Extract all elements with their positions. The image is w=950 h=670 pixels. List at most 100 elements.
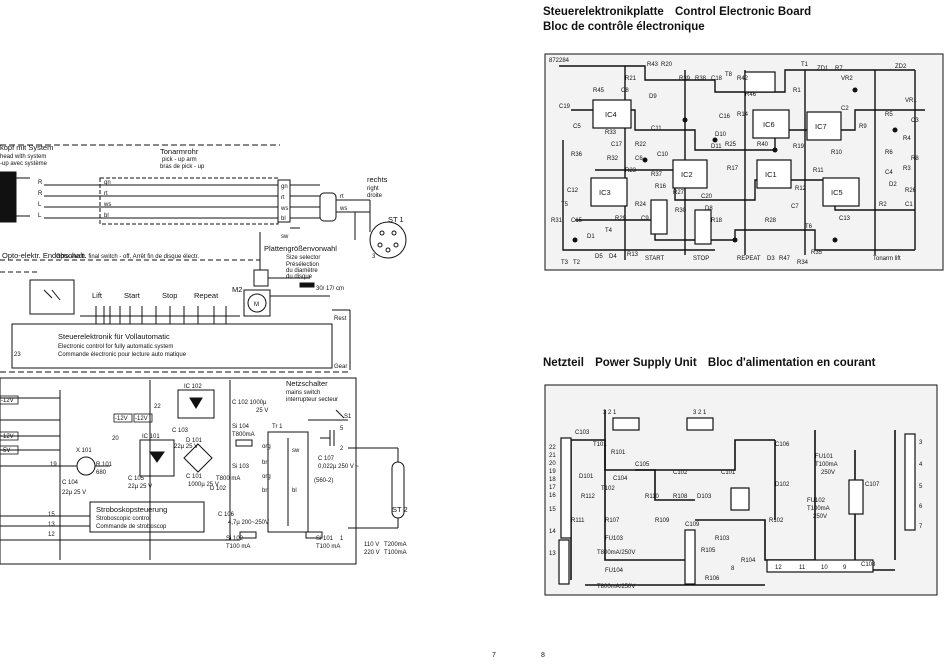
b2-fu102-v2: 250V: [813, 514, 827, 520]
part-r22: R22: [635, 142, 647, 148]
volt-12v-d: -12V: [135, 416, 148, 422]
part-r40: R40: [757, 142, 769, 148]
part-c16: C16: [719, 114, 731, 120]
part-r12: R12: [795, 186, 807, 192]
si104-volt: T800mA: [232, 432, 255, 438]
part-c2: C2: [841, 106, 849, 112]
part-r3: R3: [903, 166, 911, 172]
part-t3: T3: [561, 260, 569, 266]
part-r43: R43: [647, 62, 659, 68]
part-c4: C4: [885, 170, 893, 176]
b2-fu104-v: T800mA/250V: [597, 584, 635, 590]
si102-label: Si 102: [226, 536, 244, 542]
b2-pin-20: 20: [549, 461, 556, 467]
part-r7: R7: [835, 66, 843, 72]
board1-title-en: Control Electronic Board: [675, 6, 812, 18]
board1-title-de: Steuerelektronikplatte: [543, 6, 664, 18]
d102-label: D 102: [210, 486, 227, 492]
tr-org2: org: [262, 474, 271, 480]
b2-c101: C101: [721, 470, 736, 476]
si103-volt: T800 mA: [216, 476, 240, 482]
part-r2: R2: [879, 202, 887, 208]
power-supply-title: Netzteil Power Supply Unit Bloc d'alimen…: [543, 357, 876, 369]
part-r14: R14: [737, 112, 749, 118]
part-c5: C5: [573, 124, 581, 130]
tr-sw: sw: [292, 448, 300, 454]
pin-19: 19: [50, 462, 57, 468]
b2-d101: D101: [579, 474, 594, 480]
b2-c102: C102: [673, 470, 688, 476]
c106-volt: 4,7µ 200~250V: [228, 520, 269, 526]
part-c1: C1: [905, 202, 913, 208]
wire-gn: gn: [104, 180, 111, 186]
rechts-en: right: [367, 186, 379, 192]
b2-c109: C109: [685, 522, 700, 528]
size-selector-fr1: Présélection: [286, 262, 319, 268]
wire-r-ws: ws: [280, 206, 288, 212]
pin-4: 5: [340, 426, 344, 432]
board1-title-fr: Bloc de contrôle électronique: [543, 21, 705, 33]
pin-l2: L: [38, 213, 42, 219]
part-c19: C19: [559, 104, 571, 110]
wire-r-sw: sw: [281, 234, 289, 240]
part-c20: C20: [701, 194, 713, 200]
tr1-label: Tr 1: [272, 424, 283, 430]
b2-pin-3: 3: [919, 440, 923, 446]
opto-label: Opto-elektr. Endabschalt.: [2, 251, 86, 260]
rechts-fr: droite: [367, 193, 383, 199]
b2-c108: C108: [861, 562, 876, 568]
part-t2: T2: [573, 260, 581, 266]
strobo-de: Stroboskopsteuerung: [96, 505, 167, 514]
power-supply-title-en: Power Supply Unit: [595, 357, 697, 369]
b2-c106: C106: [775, 442, 790, 448]
wire-r-bl: bl: [281, 216, 286, 222]
ic102-label: IC 102: [184, 384, 202, 390]
part-vr1: VR1: [905, 98, 917, 104]
b2-r101: R101: [611, 450, 626, 456]
b2-c105: C105: [635, 462, 650, 468]
b2-r102: R102: [769, 518, 784, 524]
part-vr2: VR2: [841, 76, 853, 82]
volt-5v: -5V: [1, 448, 10, 454]
part-r34: R34: [797, 260, 809, 266]
part-r32: R32: [607, 156, 619, 162]
b2-fu101-v2: 250V: [821, 470, 835, 476]
power-supply-title-de: Netzteil: [543, 357, 584, 369]
volt-12v-a: -12V: [1, 398, 14, 404]
pcb-text-layer: 872284 R43 R20 R39 R38 C18 T8 R42 T1 ZD1…: [549, 58, 923, 590]
wire-r-gn: gn: [281, 184, 288, 190]
part-d10: D10: [715, 132, 727, 138]
pin-r1: R: [38, 180, 43, 186]
pin-2: 2: [340, 446, 344, 452]
gear-label: Gear: [334, 364, 347, 370]
d101-label: D 101: [186, 438, 203, 444]
part-r31: R31: [551, 218, 563, 224]
b2-pin-12: 12: [775, 565, 782, 571]
part-t4: T4: [605, 228, 613, 234]
part-r10: R10: [831, 150, 843, 156]
btn-stop-label: Stop: [162, 291, 177, 300]
b2-d102: D102: [775, 482, 790, 488]
c106-label: C 106: [218, 512, 235, 518]
rest-label: Rest: [334, 316, 347, 322]
pin-r2: R: [38, 191, 43, 197]
part-r23: R23: [625, 168, 637, 174]
pin-20: 20: [112, 436, 119, 442]
part-r13: R13: [627, 252, 639, 258]
b2-r105: R105: [701, 548, 716, 554]
part-r26: R26: [905, 188, 917, 194]
part-d11: D11: [711, 144, 722, 150]
part-d4: D4: [609, 254, 617, 260]
part-c6: C6: [635, 156, 643, 162]
part-ic7: IC7: [815, 122, 827, 131]
part-c15: C15: [571, 218, 583, 224]
part-r27: R27: [673, 190, 685, 196]
b2-pin-7: 7: [919, 524, 923, 530]
b2-r111: R111: [571, 518, 585, 524]
r101-value: 680: [96, 470, 107, 476]
part-zd1: ZD1: [817, 66, 829, 72]
part-r1: R1: [793, 88, 801, 94]
size-selector-fr2: du diamètre: [286, 268, 318, 274]
part-r5: R5: [885, 112, 893, 118]
strobo-fr: Commande de stroboscop: [96, 524, 167, 530]
